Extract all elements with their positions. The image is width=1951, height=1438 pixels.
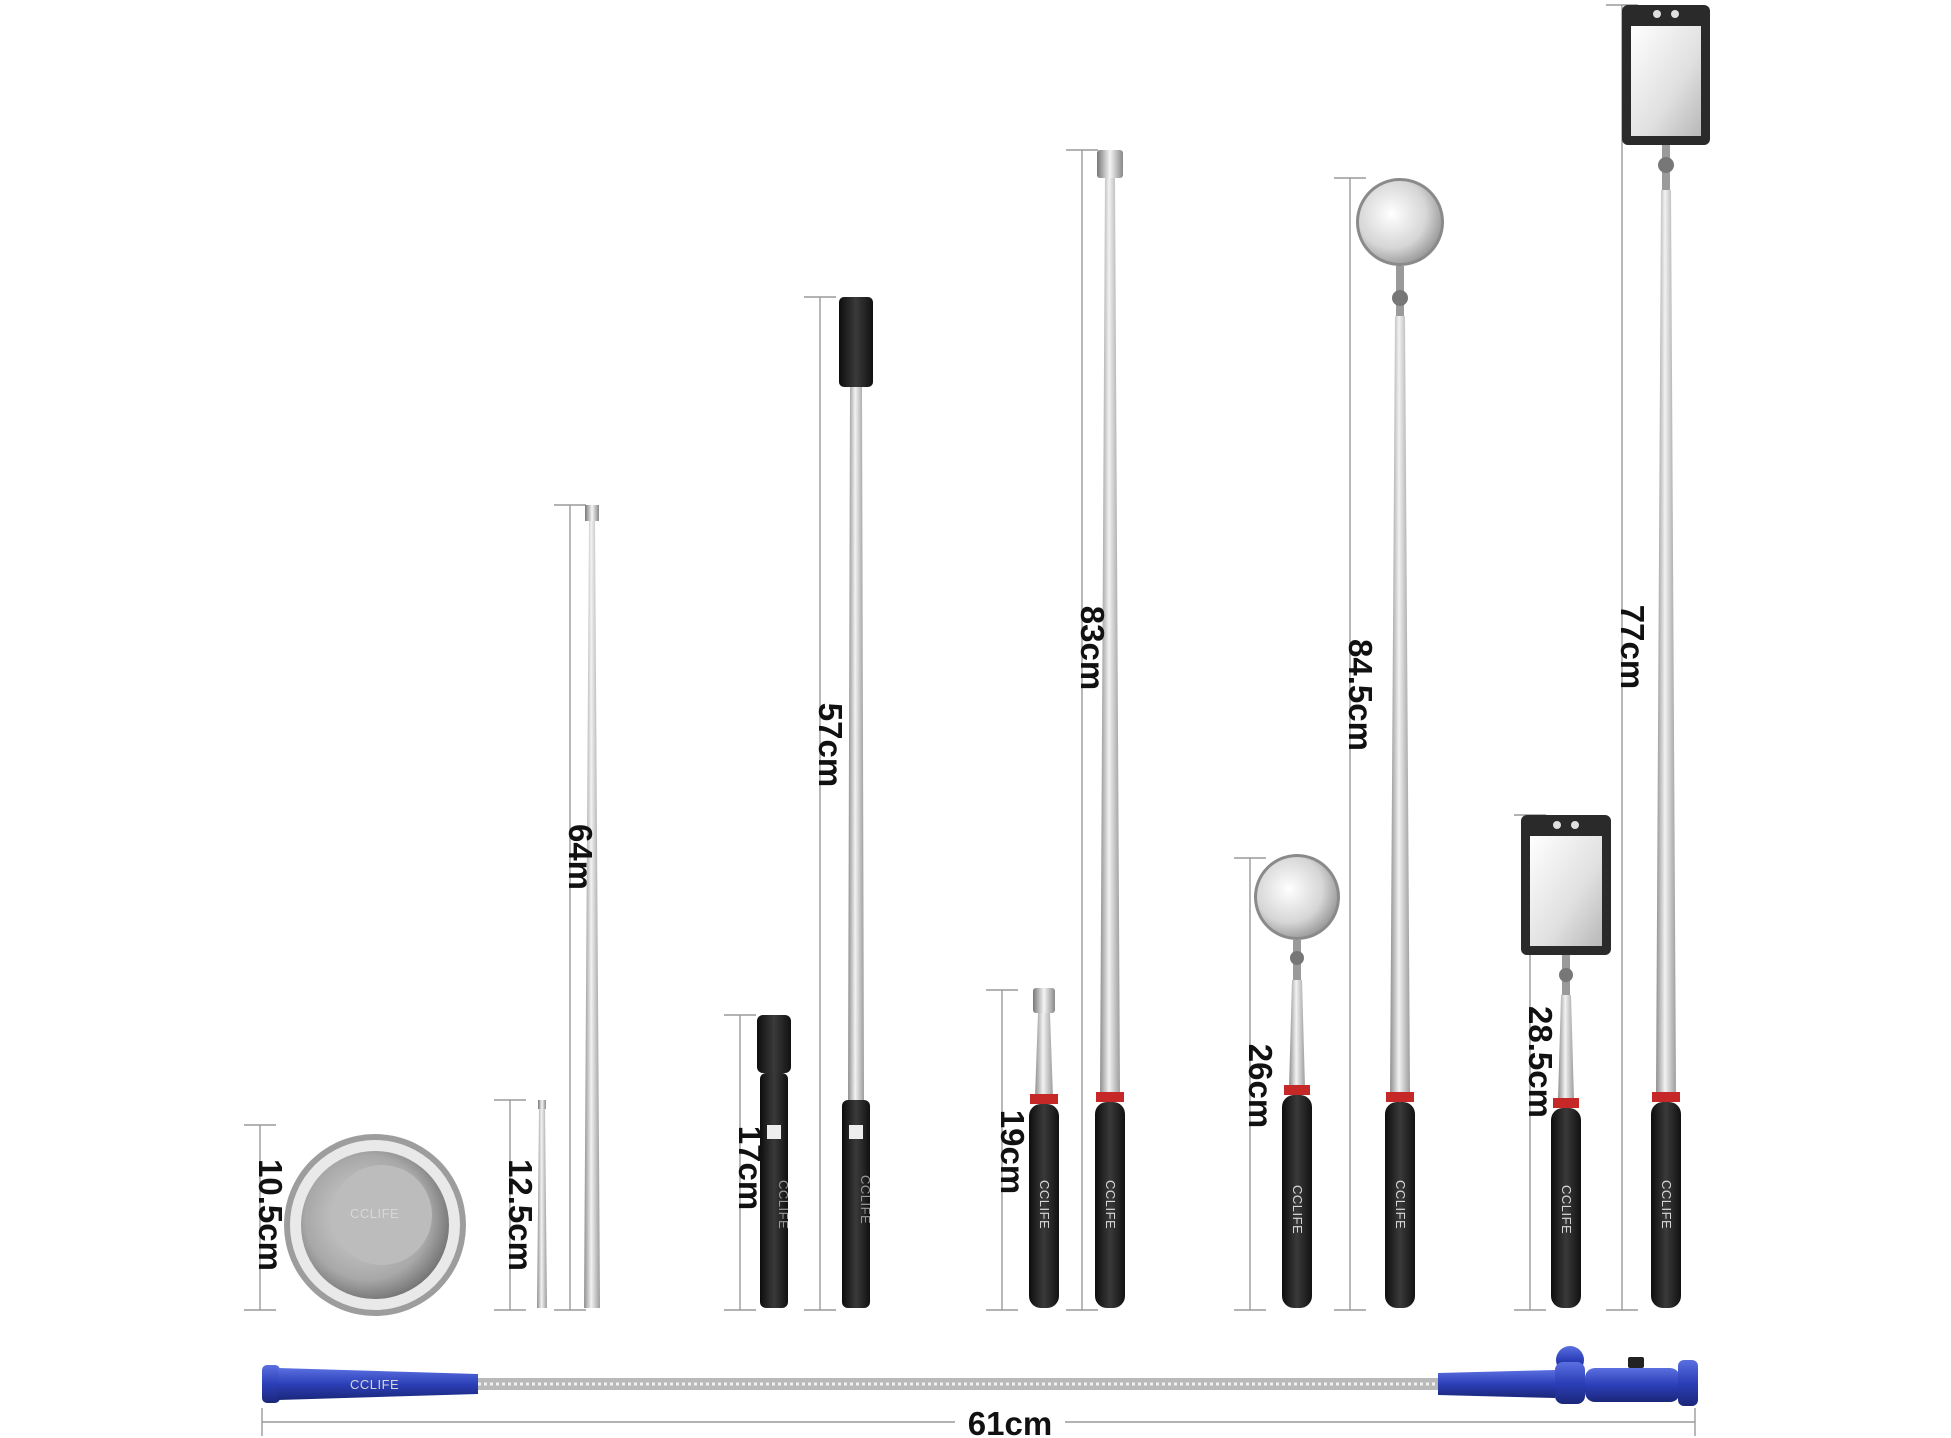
magnet-pickup-long: CCLIFE: [1095, 150, 1125, 1308]
label-rect-mirror-long: 77cm: [1614, 605, 1651, 689]
rect-mirror-short: CCLIFE: [1521, 815, 1611, 1308]
rect-mirror-long: CCLIFE: [1622, 5, 1710, 1308]
round-mirror-short-brand: CCLIFE: [1290, 1185, 1305, 1234]
flashlight-short: CCLIFE: [757, 1015, 791, 1308]
rect-mirror-short-brand: CCLIFE: [1559, 1185, 1574, 1234]
round-mirror-long: CCLIFE: [1356, 178, 1444, 1308]
pen-magnet-long: [584, 505, 600, 1308]
label-round-mirror-short: 26cm: [1242, 1044, 1279, 1128]
flashlight-long-brand: CCLIFE: [858, 1175, 873, 1224]
magnet-pickup-short: CCLIFE: [1029, 988, 1059, 1308]
round-mirror-long-brand: CCLIFE: [1393, 1180, 1408, 1229]
label-magnet-pickup-short: 19cm: [994, 1110, 1031, 1194]
pickup-long-brand: CCLIFE: [1103, 1180, 1118, 1229]
label-flashlight-short: 17cm: [732, 1126, 769, 1210]
label-rect-mirror-short: 28.5cm: [1522, 1006, 1559, 1118]
magnetic-tray: CCLIFE: [284, 1134, 466, 1316]
label-magnetic-tray: 10.5cm: [252, 1159, 289, 1271]
claw-brand: CCLIFE: [350, 1377, 399, 1392]
label-pen-magnet-long: 64m: [562, 824, 599, 890]
tray-brand-text: CCLIFE: [350, 1206, 399, 1221]
label-pen-magnet-short: 12.5cm: [502, 1159, 539, 1271]
flexible-claw-pickup: CCLIFE: [262, 1346, 1698, 1406]
label-round-mirror-long: 84.5cm: [1342, 639, 1379, 751]
flashlight-long: CCLIFE: [839, 297, 873, 1308]
label-magnet-pickup-long: 83cm: [1074, 606, 1111, 690]
rect-mirror-long-brand: CCLIFE: [1659, 1180, 1674, 1229]
pen-magnet-short: [537, 1100, 547, 1308]
label-flashlight-long: 57cm: [812, 703, 849, 787]
pickup-short-brand: CCLIFE: [1037, 1180, 1052, 1229]
round-mirror-short: CCLIFE: [1254, 854, 1340, 1308]
flashlight-short-brand: CCLIFE: [776, 1180, 791, 1229]
label-flexible-claw: 61cm: [968, 1405, 1052, 1438]
dimension-labels: 10.5cm 12.5cm 64m 17cm 57cm 19cm 83cm 26…: [252, 605, 1651, 1438]
